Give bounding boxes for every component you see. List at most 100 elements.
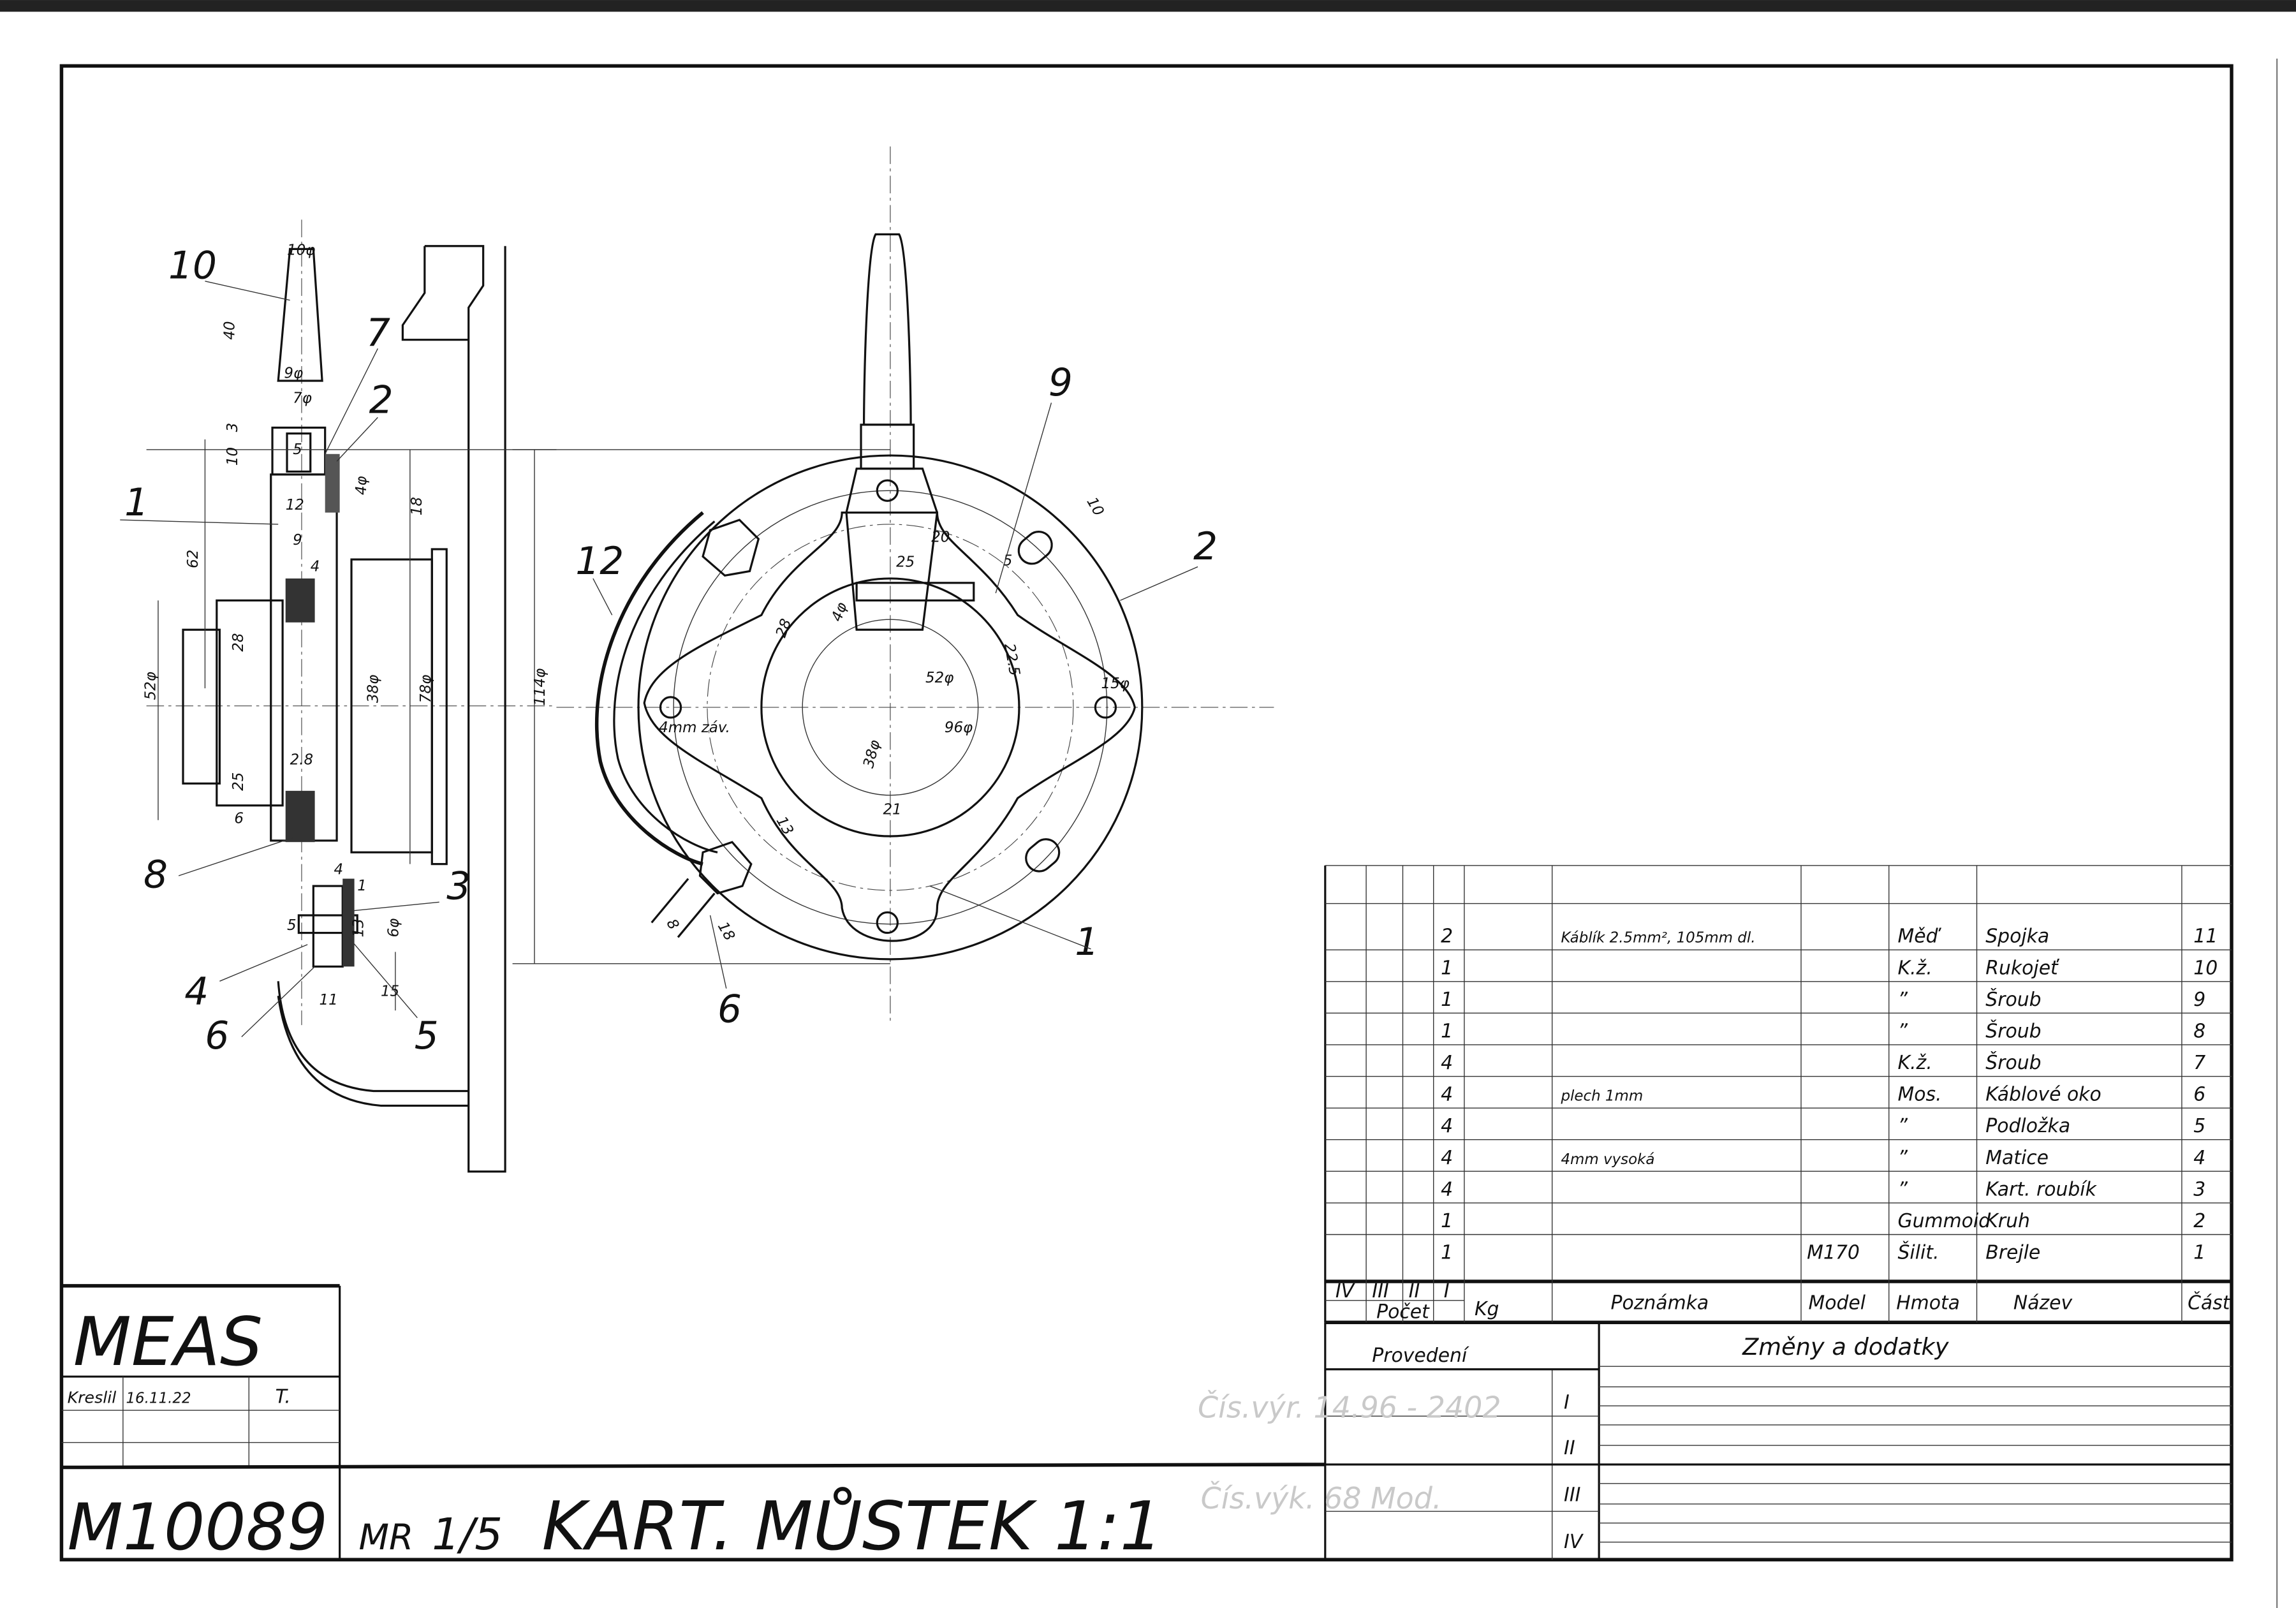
dim: 13 — [350, 918, 367, 937]
side-view — [146, 219, 557, 1173]
cell-part: 6 — [2193, 1084, 2205, 1106]
callout-2: 2 — [369, 378, 394, 422]
drawn-date: 16.11.22 — [126, 1390, 191, 1407]
cell-part: 4 — [2193, 1147, 2205, 1169]
cell-name: Kruh — [1985, 1210, 2030, 1232]
cell-name: Spojka — [1985, 926, 2049, 948]
revision-block: Provedení Změny a dodatky I II III IV Čí… — [1198, 1322, 2232, 1560]
header-qty: Počet — [1376, 1301, 1430, 1323]
callout-1: 1 — [124, 481, 149, 525]
cell-material: Šilit. — [1898, 1241, 1939, 1264]
dim: 12 — [286, 497, 304, 513]
callout-2: 2 — [1193, 525, 1218, 569]
cell-qty: 1 — [1441, 989, 1453, 1011]
dim: 4 — [311, 558, 320, 575]
drawing-number: M10089 — [68, 1489, 328, 1565]
drawing-title: KART. MŮSTEK 1:1 — [541, 1486, 1162, 1565]
dim: 10φ — [287, 242, 315, 259]
dim: 4φ — [353, 476, 370, 495]
dim: 20 — [931, 529, 950, 546]
header-qty-IV: IV — [1336, 1280, 1356, 1302]
cell-name: Podložka — [1985, 1115, 2070, 1137]
cell-part: 5 — [2193, 1115, 2205, 1137]
drawn-by: T. — [276, 1386, 291, 1408]
cell-part: 11 — [2193, 926, 2218, 948]
dim: 9φ — [284, 365, 303, 381]
cell-qty: 4 — [1441, 1084, 1453, 1106]
cell-part: 9 — [2193, 989, 2205, 1011]
callout-3: 3 — [446, 865, 471, 909]
faint-stamp-note: Čís.výr. 14.96 - 2402 — [1198, 1389, 1501, 1424]
dim: 3 — [224, 423, 241, 432]
company-logo-text: MEAS — [73, 1302, 263, 1381]
dim: 9 — [293, 532, 302, 549]
side-callouts: 10 7 2 1 8 4 6 3 5 — [120, 244, 471, 1058]
title-fraction: 1/5 — [432, 1509, 503, 1560]
cell-qty: 1 — [1441, 1210, 1453, 1232]
dim: 21 — [883, 802, 901, 818]
dim: 10 — [224, 447, 241, 466]
cell-note: 4mm vysoká — [1561, 1151, 1654, 1168]
header-material: Hmota — [1896, 1292, 1960, 1315]
dim: 28 — [230, 633, 247, 652]
cell-part: 8 — [2193, 1020, 2205, 1042]
dim: 13 — [773, 814, 797, 838]
cell-name: Rukojeť — [1985, 957, 2060, 979]
sheet-top-edge — [0, 0, 2296, 12]
dim: 10 — [1083, 494, 1107, 519]
callout-4: 4 — [184, 970, 209, 1014]
callout-6: 6 — [718, 988, 742, 1032]
cell-material: Gummoid — [1898, 1210, 1992, 1232]
cell-note: Káblík 2.5mm², 105mm dl. — [1561, 930, 1755, 947]
dim: 11 — [320, 992, 338, 1008]
changes-label: Změny a dodatky — [1742, 1333, 1950, 1361]
cell-material: ” — [1898, 1020, 1908, 1042]
cell-qty: 1 — [1441, 957, 1453, 979]
header-weight: Kg — [1475, 1298, 1499, 1320]
cell-model: M170 — [1807, 1242, 1860, 1264]
cell-name: Šroub — [1985, 1051, 2041, 1074]
dim: 22.5 — [1001, 642, 1022, 677]
side-dimensions: 10φ 40 9φ 7φ 3 10 5 4φ 18 12 62 9 4 28 5… — [142, 242, 548, 1009]
cell-part: 2 — [2193, 1210, 2205, 1232]
header-qty-I: I — [1444, 1280, 1450, 1302]
callout-12: 12 — [575, 540, 624, 584]
callout-8: 8 — [144, 853, 168, 897]
dim: 8 — [663, 916, 682, 933]
variant-IV: IV — [1564, 1531, 1584, 1553]
faint-stamp-note: Čís.výk. 68 Mod. — [1201, 1480, 1442, 1516]
dim: 25 — [896, 554, 915, 571]
dim: 38φ — [860, 738, 884, 770]
cell-material: ” — [1898, 1115, 1908, 1137]
execution-label: Provedení — [1372, 1345, 1469, 1367]
cell-part: 10 — [2193, 957, 2218, 979]
cell-part: 1 — [2193, 1242, 2205, 1264]
dim: 6φ — [385, 918, 402, 938]
cell-name: Brejle — [1985, 1242, 2040, 1264]
cell-material: Měď — [1898, 926, 1942, 948]
cell-note: plech 1mm — [1560, 1088, 1643, 1105]
front-view — [512, 146, 1274, 1026]
dim: 4φ — [828, 600, 851, 624]
cell-name: Kart. roubík — [1985, 1178, 2097, 1200]
cell-qty: 1 — [1441, 1020, 1453, 1042]
dim: 25 — [230, 772, 247, 791]
dim: 6 — [234, 810, 244, 827]
variant-II: II — [1564, 1437, 1575, 1459]
cell-name: Matice — [1985, 1147, 2049, 1169]
callout-10: 10 — [168, 244, 217, 288]
dim: 96φ — [945, 719, 973, 736]
variant-III: III — [1564, 1484, 1580, 1506]
dim: 52φ — [925, 670, 953, 686]
header-model: Model — [1808, 1292, 1866, 1315]
dim: 5 — [1003, 552, 1013, 569]
header-note: Poznámka — [1611, 1292, 1709, 1315]
drawing-border — [59, 64, 2233, 1561]
